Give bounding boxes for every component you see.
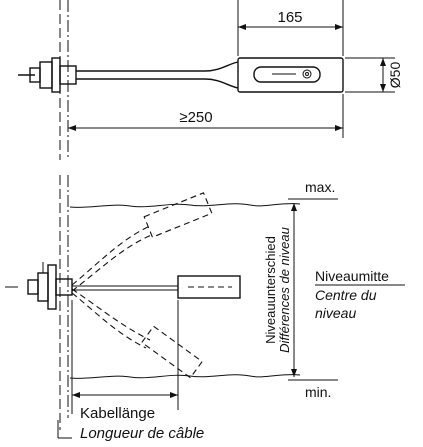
level-max-label: max.	[305, 179, 335, 195]
dimension-length-label: 165	[277, 9, 302, 26]
float-upper-position	[71, 192, 213, 292]
dimension-diameter: Ø50	[345, 57, 403, 93]
level-center-fr-label-2: niveau	[315, 305, 356, 321]
min-level-line	[69, 374, 301, 379]
bottom-view: max. min.	[5, 175, 405, 442]
level-diff-fr-label: Différences de niveau	[277, 227, 292, 353]
float-body-top	[237, 57, 344, 93]
level-min-label: min.	[305, 384, 331, 400]
dimension-length: 165	[237, 0, 344, 56]
max-level-line	[69, 203, 301, 208]
cable-gland-bottom	[27, 262, 73, 310]
level-difference-dimension	[291, 203, 297, 377]
cable-length-de-label: Kabellänge	[80, 405, 155, 422]
cable-gland-top	[18, 57, 77, 93]
cable-top	[76, 61, 239, 89]
level-center-fr-label-1: Centre du	[315, 287, 377, 303]
top-view: 165 Ø50 ≥250	[18, 0, 403, 160]
float-center-position	[72, 275, 241, 299]
level-diff-de-label: Niveauunterschied	[263, 236, 278, 344]
dimension-cable-min: ≥250	[68, 94, 344, 138]
dimension-diameter-label: Ø50	[387, 62, 403, 89]
dimension-cable-min-label: ≥250	[179, 109, 212, 126]
level-center-de-label: Niveaumitte	[315, 268, 389, 284]
cable-length-dimension	[71, 392, 178, 414]
cable-length-fr-label: Longueur de câble	[80, 425, 204, 442]
float-lower-position	[71, 288, 203, 379]
